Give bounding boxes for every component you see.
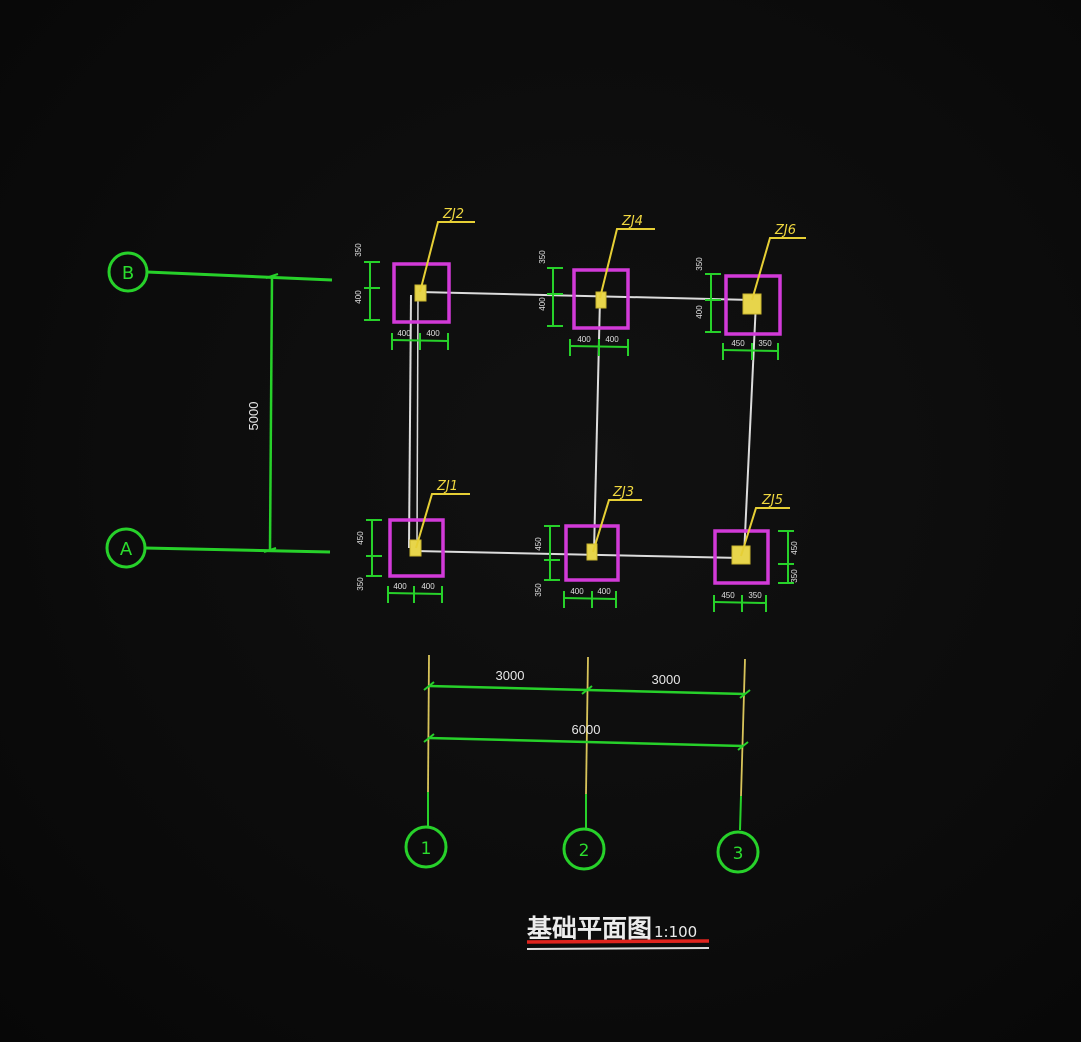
row-dimension: 5000 (246, 273, 279, 553)
grid-label-2: 2 (579, 841, 590, 861)
column-grid-lines (427, 654, 746, 831)
title-underline-red (526, 939, 710, 944)
grid-line-a (144, 546, 331, 554)
grid-bubble-row-a[interactable]: A (105, 527, 147, 569)
footing-zj3[interactable]: ZJ3 (564, 485, 642, 582)
footing-zj5[interactable]: ZJ5 (713, 493, 790, 585)
drawing-title-block: 基础平面图 1:100 (526, 914, 710, 950)
grid-line-b (146, 270, 333, 282)
svg-text:350: 350 (356, 577, 365, 591)
grid-label-1: 1 (421, 839, 432, 859)
footing-zj4[interactable]: ZJ4 (572, 214, 655, 330)
col-spacing-2-3: 3000 (652, 672, 681, 687)
svg-text:400: 400 (393, 582, 407, 591)
svg-text:450: 450 (721, 591, 735, 600)
svg-text:400: 400 (397, 329, 411, 338)
svg-text:400: 400 (426, 329, 440, 338)
svg-text:400: 400 (605, 335, 619, 344)
tie-beams (408, 291, 757, 559)
footing-tag: ZJ1 (436, 479, 458, 494)
footing-dimensions: 350 400 400 400 350 400 400 400 350 400 … (354, 243, 799, 612)
col-spacing-1-2: 3000 (496, 668, 525, 683)
svg-text:400: 400 (570, 587, 584, 596)
grid-label-3: 3 (733, 844, 744, 864)
footing-zj1[interactable]: ZJ1 (388, 479, 470, 578)
row-spacing-label: 5000 (246, 402, 261, 431)
svg-text:450: 450 (534, 537, 543, 551)
footing-zj6[interactable]: ZJ6 (724, 223, 806, 336)
svg-text:450: 450 (731, 339, 745, 348)
footing-tag: ZJ4 (621, 214, 643, 229)
svg-text:400: 400 (421, 582, 435, 591)
grid-bubble-col-3[interactable]: 3 (716, 830, 760, 874)
footing-zj2[interactable]: ZJ2 (392, 207, 475, 324)
svg-text:400: 400 (577, 335, 591, 344)
drawing-title: 基础平面图 (527, 914, 652, 943)
svg-text:350: 350 (758, 339, 772, 348)
footing-tag: ZJ6 (774, 223, 796, 238)
svg-text:350: 350 (790, 569, 799, 583)
svg-text:400: 400 (695, 305, 704, 319)
overall-width: 6000 (572, 722, 601, 737)
grid-bubble-col-2[interactable]: 2 (562, 827, 606, 871)
svg-text:400: 400 (538, 297, 547, 311)
column-dimensions: 3000 3000 6000 (423, 668, 751, 751)
grid-label-b: B (122, 263, 134, 284)
footing-tag: ZJ5 (761, 493, 783, 508)
svg-text:450: 450 (790, 541, 799, 555)
column (409, 539, 422, 557)
drawing-scale: 1:100 (654, 923, 697, 941)
svg-text:350: 350 (748, 591, 762, 600)
grid-label-a: A (120, 539, 133, 560)
column (742, 293, 762, 315)
title-underline-white (526, 947, 710, 950)
svg-text:400: 400 (354, 290, 363, 304)
grid-bubble-col-1[interactable]: 1 (404, 825, 448, 869)
footing-tag: ZJ3 (612, 485, 634, 500)
footing-tag: ZJ2 (442, 207, 464, 222)
svg-text:350: 350 (354, 243, 363, 257)
column (414, 284, 427, 302)
svg-text:400: 400 (597, 587, 611, 596)
svg-text:350: 350 (534, 583, 543, 597)
column (586, 543, 598, 561)
grid-bubble-row-b[interactable]: B (107, 251, 149, 293)
svg-text:350: 350 (695, 257, 704, 271)
svg-text:450: 450 (356, 531, 365, 545)
svg-text:350: 350 (538, 250, 547, 264)
